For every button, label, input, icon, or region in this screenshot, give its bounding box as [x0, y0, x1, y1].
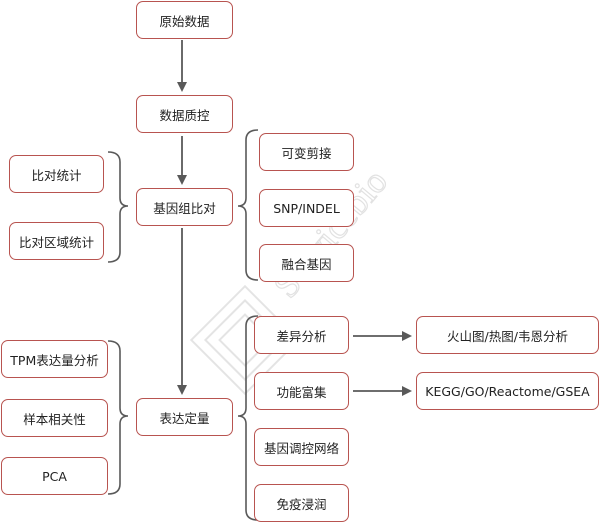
node-volcano-heatmap-venn[interactable]: 火山图/热图/韦恩分析	[416, 316, 599, 354]
node-tpm-analysis[interactable]: TPM表达量分析	[1, 340, 108, 378]
node-raw-data[interactable]: 原始数据	[136, 1, 233, 39]
node-label: KEGG/GO/Reactome/GSEA	[425, 383, 590, 399]
node-label: 比对区域统计	[18, 234, 94, 250]
node-label: 免疫浸润	[276, 496, 327, 512]
brace-quant-outputs	[237, 315, 259, 521]
node-label: 比对统计	[31, 167, 82, 183]
node-alignment-region-stats[interactable]: 比对区域统计	[9, 222, 104, 260]
node-func-enrichment[interactable]: 功能富集	[254, 372, 349, 410]
node-diff-analysis[interactable]: 差异分析	[254, 316, 349, 354]
node-label: 差异分析	[276, 328, 327, 344]
node-sample-correlation[interactable]: 样本相关性	[1, 399, 108, 437]
node-kegg-go-reactome-gsea[interactable]: KEGG/GO/Reactome/GSEA	[416, 372, 599, 410]
brace-quant-stats	[107, 340, 129, 495]
node-label: 数据质控	[159, 107, 210, 123]
node-label: TPM表达量分析	[10, 352, 99, 368]
node-label: 融合基因	[281, 256, 332, 272]
node-label: 样本相关性	[23, 411, 86, 427]
node-label: 火山图/热图/韦恩分析	[447, 328, 568, 344]
node-pca[interactable]: PCA	[1, 457, 108, 495]
node-label: 基因组比对	[153, 200, 216, 216]
node-immune-infiltration[interactable]: 免疫浸润	[254, 484, 349, 522]
node-gene-reg-network[interactable]: 基因调控网络	[254, 428, 349, 466]
node-genome-alignment[interactable]: 基因组比对	[136, 188, 233, 226]
node-label: 可变剪接	[281, 145, 332, 161]
brace-alignment-outputs	[237, 129, 259, 281]
node-label: 功能富集	[276, 384, 327, 400]
node-label: 基因调控网络	[263, 440, 339, 456]
node-alignment-stats[interactable]: 比对统计	[9, 155, 104, 193]
node-snp-indel[interactable]: SNP/INDEL	[259, 189, 354, 227]
brace-alignment-stats	[107, 151, 129, 263]
node-label: 表达定量	[159, 410, 210, 426]
node-alt-splicing[interactable]: 可变剪接	[259, 133, 354, 171]
node-label: 原始数据	[159, 13, 210, 29]
node-expression-quant[interactable]: 表达定量	[136, 398, 233, 436]
node-data-qc[interactable]: 数据质控	[136, 95, 233, 133]
node-label: SNP/INDEL	[273, 200, 340, 216]
node-label: PCA	[42, 468, 67, 484]
node-fusion-gene[interactable]: 融合基因	[259, 244, 354, 282]
